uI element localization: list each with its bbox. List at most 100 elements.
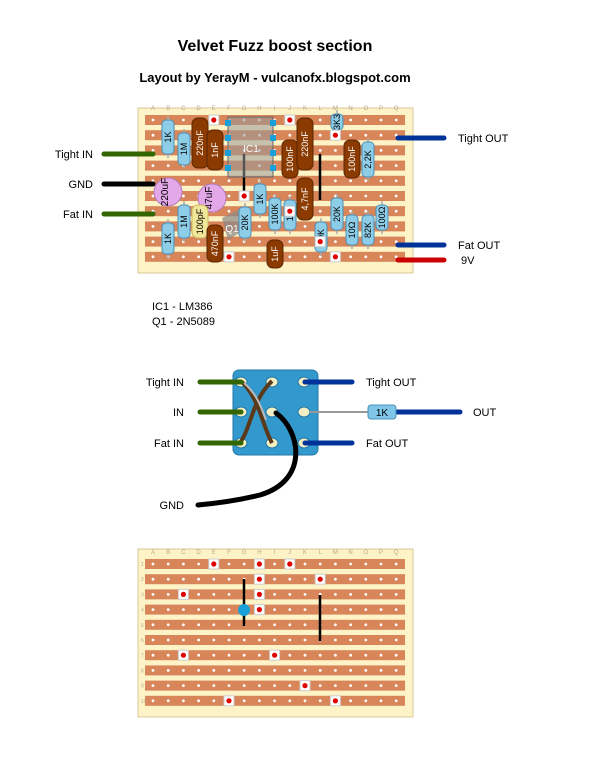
label-fat-out: Fat OUT [458,240,500,252]
track-cut-dot [302,683,308,689]
strip-hole [212,623,216,627]
column-letter: B [166,106,170,112]
label-gnd: GND [69,179,94,191]
strip-hole [182,608,185,611]
strip-hole [334,577,337,581]
track-cut-dot [287,117,293,123]
strip-hole [334,194,337,198]
switch-label-in: IN [173,407,184,419]
strip-hole [318,118,322,122]
strip-hole [349,194,352,198]
column-letter: H [257,106,261,112]
strip-hole [151,118,155,122]
strip-hole [273,638,276,642]
strip-hole [349,133,352,137]
strip-hole [212,577,216,581]
column-letter: K [303,106,307,112]
strip-hole [379,653,383,657]
strip-hole [364,669,368,672]
page-title: Velvet Fuzz boost section [177,38,373,55]
strip-hole [334,179,337,183]
strip-hole [273,699,276,703]
strip-hole [212,699,216,703]
resistor-label: 20K [240,214,250,230]
strip-hole [394,669,398,672]
capacitor-body [343,139,361,179]
strip-hole [166,623,170,627]
strip-hole [349,593,352,596]
strip-hole [227,593,231,596]
column-letter: D [196,106,201,112]
resistor-body [253,183,267,215]
strip-hole [182,562,185,566]
strip-hole [151,638,155,642]
strip-hole [151,225,155,228]
strip-hole [349,653,352,657]
strip-hole [394,240,398,244]
strip-hole [379,577,383,581]
resistor-body [161,222,175,255]
resistor-label: 1K [163,233,173,244]
resistor-label: 100Ω [377,206,387,228]
column-letter: F [227,106,231,112]
column-letter: E [212,550,216,556]
strip-hole [151,699,155,703]
strip-hole [273,593,276,596]
strip-hole [394,225,398,228]
strip-hole [212,653,216,657]
strip-hole [182,255,185,259]
strip-hole [151,194,155,198]
track-cut-dot [317,576,323,582]
strip-hole [151,255,155,259]
strip-hole [334,593,337,596]
strip-hole [197,562,201,566]
row-number: 8 [141,668,144,674]
track-cut-dot [241,193,247,199]
strip-hole [303,699,307,703]
column-letter: P [379,550,383,556]
strip-hole [197,684,201,687]
strip-hole [151,684,155,687]
column-letter: I [274,550,276,556]
track-cut-dot [180,652,186,658]
track-cut-dot [256,576,262,582]
strip-hole [394,179,398,183]
strip-hole [334,164,337,168]
column-letter: A [151,106,155,112]
strip-hole [349,699,352,703]
strip-hole [379,562,383,566]
strip-hole [151,240,155,244]
resistor-label: 1M [179,215,189,228]
track-cut-dot [256,591,262,598]
capacitor-body [206,224,224,263]
strip-hole [288,653,292,657]
strip-hole [303,669,307,672]
strip-hole [394,164,398,168]
strip-hole [227,194,231,198]
strip-hole [166,593,170,596]
strip-hole [288,133,292,137]
strip-hole [288,593,292,596]
track-cut-dot [256,561,262,567]
resistor-body [345,214,359,246]
strip-hole [334,240,337,244]
cap-220uf-label: 220uF [160,178,171,206]
strip-hole [151,623,155,627]
strip-hole [151,608,155,611]
column-letter: O [363,550,368,556]
top-wires: Tight IN GND Fat IN Tight OUT Fat OUT 9V [55,133,509,267]
resistor-body [361,141,375,178]
strip-hole [288,669,292,672]
strip-hole [349,118,352,122]
switch-jumper [238,379,274,445]
cut-marks-top [208,114,341,263]
resistor-label: 1M [179,143,189,156]
strip-hole [151,653,155,657]
strip-hole [303,255,307,259]
strip-hole [227,179,231,183]
strip-hole [364,255,368,259]
switch-resistor-label: 1K [376,408,389,419]
strip-hole [166,684,170,687]
resistor-body [268,197,282,231]
